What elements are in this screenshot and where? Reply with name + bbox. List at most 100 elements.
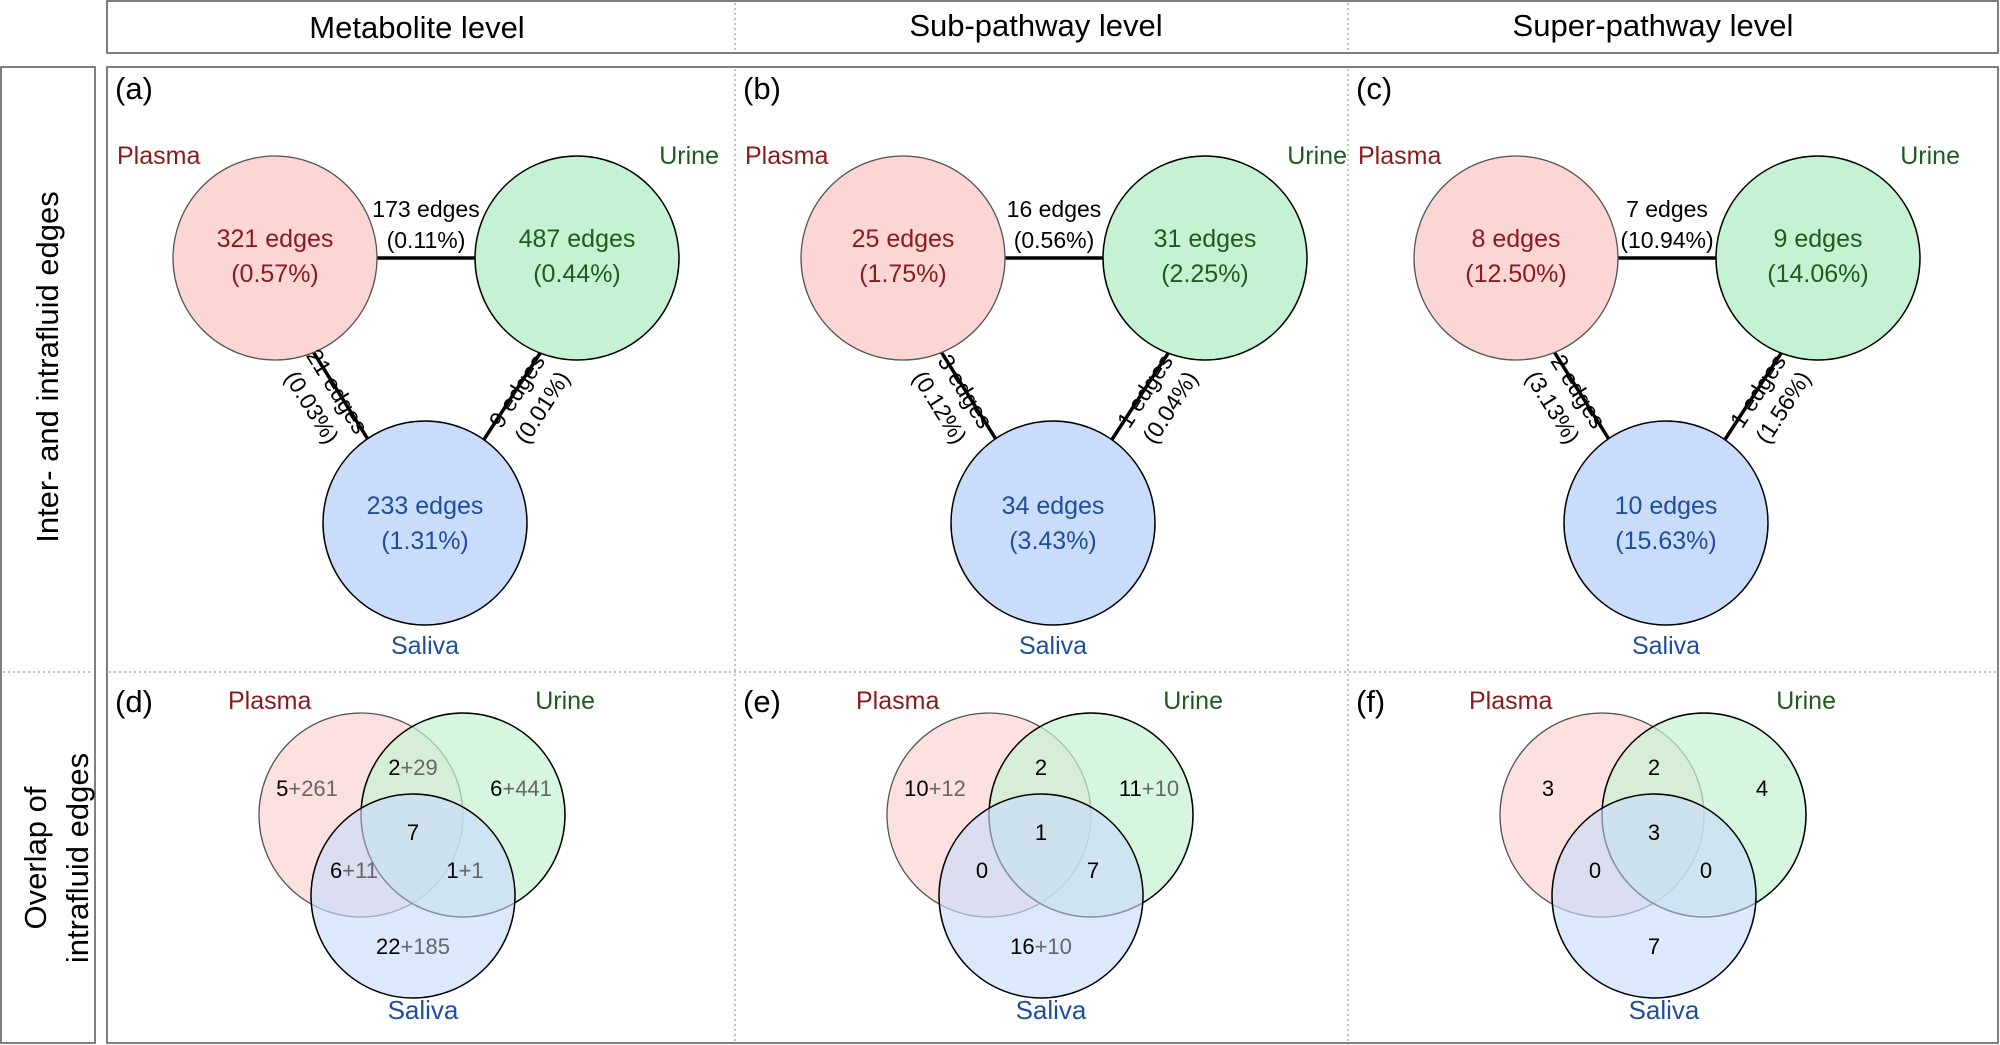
plasma-edge-percent: (1.75%) — [859, 260, 947, 288]
row-header-box — [0, 66, 96, 1044]
plasma-edge-percent: (12.50%) — [1465, 260, 1566, 288]
saliva-edge-percent: (15.63%) — [1615, 527, 1716, 555]
urine-label: Urine — [1287, 142, 1347, 170]
panel-label: (d) — [115, 684, 153, 719]
plasma-label: Plasma — [1358, 142, 1441, 170]
venn-region-plasma-urine: 2 — [1648, 755, 1660, 780]
network-panels: (a) Plasma Urine Saliva 321 edges (0.57%… — [115, 71, 1960, 660]
urine-venn-label: Urine — [1776, 687, 1836, 715]
plasma-edge-percent: (0.57%) — [231, 260, 319, 288]
urine-edge-count: 9 edges — [1774, 225, 1863, 253]
venn-region-urine-only: 11+10 — [1119, 776, 1179, 801]
urine-edge-percent: (0.44%) — [533, 260, 621, 288]
network-panel-1: (b) Plasma Urine Saliva 25 edges (1.75%)… — [743, 71, 1347, 660]
plasma-urine-edge-count: 173 edges — [372, 196, 479, 222]
saliva-venn-circle — [1551, 793, 1757, 999]
column-header-sub-pathway: Sub-pathway level — [909, 8, 1162, 43]
saliva-venn-label: Saliva — [1629, 995, 1700, 1025]
panel-label: (c) — [1356, 71, 1392, 106]
venn-region-plasma-only: 5+261 — [276, 776, 338, 801]
venn-region-all-three: 3 — [1648, 820, 1660, 845]
dotted-dividers — [3, 3, 1996, 1041]
venn-region-all-three: 7 — [407, 820, 419, 845]
plasma-venn-label: Plasma — [856, 687, 939, 715]
plasma-urine-edge-percent: (0.56%) — [1014, 227, 1095, 253]
row-header-networks: Inter- and intrafluid edges — [30, 191, 65, 543]
venn-region-urine-only: 6+441 — [490, 776, 552, 801]
plasma-circle — [1413, 155, 1619, 361]
venn-region-urine-saliva: 7 — [1087, 858, 1099, 883]
network-panel-2: (c) Plasma Urine Saliva 8 edges (12.50%)… — [1356, 71, 1960, 660]
saliva-edge-count: 10 edges — [1615, 492, 1718, 520]
urine-edge-count: 487 edges — [519, 225, 636, 253]
saliva-venn-circle — [310, 793, 516, 999]
plasma-circle — [800, 155, 1006, 361]
urine-edge-count: 31 edges — [1154, 225, 1257, 253]
plasma-urine-edge-count: 7 edges — [1626, 196, 1708, 222]
venn-region-plasma-saliva: 0 — [976, 858, 988, 883]
venn-region-plasma-only: 10+12 — [904, 776, 966, 801]
venn-region-urine-saliva: 0 — [1700, 858, 1712, 883]
panel-label: (f) — [1356, 684, 1385, 719]
venn-region-plasma-urine: 2 — [1035, 755, 1047, 780]
urine-circle — [1715, 155, 1921, 361]
saliva-venn-label: Saliva — [388, 995, 459, 1025]
saliva-venn-circle — [938, 793, 1144, 999]
saliva-edge-percent: (1.31%) — [381, 527, 469, 555]
urine-edge-percent: (2.25%) — [1161, 260, 1249, 288]
panel-grid-box — [106, 66, 1999, 1044]
column-header-metabolite: Metabolite level — [309, 10, 524, 45]
panel-label: (e) — [743, 684, 781, 719]
urine-circle — [1102, 155, 1308, 361]
saliva-label: Saliva — [1019, 632, 1087, 660]
column-header-box — [106, 0, 1999, 54]
row-header-overlap-line1: Overlap of — [18, 786, 53, 929]
urine-label: Urine — [659, 142, 719, 170]
saliva-circle — [1563, 420, 1769, 626]
saliva-edge-count: 233 edges — [367, 492, 484, 520]
network-panel-0: (a) Plasma Urine Saliva 321 edges (0.57%… — [115, 71, 719, 660]
venn-region-urine-only: 4 — [1756, 776, 1768, 801]
plasma-label: Plasma — [745, 142, 828, 170]
saliva-edge-percent: (3.43%) — [1009, 527, 1097, 555]
venn-region-urine-saliva: 1+1 — [446, 858, 483, 883]
plasma-circle — [172, 155, 378, 361]
plasma-edge-count: 25 edges — [852, 225, 955, 253]
venn-panel-1: (e) Plasma Urine Saliva 10+12 11+10 2 1 … — [743, 684, 1223, 1025]
urine-edge-percent: (14.06%) — [1767, 260, 1868, 288]
plasma-venn-label: Plasma — [228, 687, 311, 715]
plasma-urine-edge-percent: (0.11%) — [387, 227, 466, 253]
plasma-edge-count: 8 edges — [1472, 225, 1561, 253]
venn-region-plasma-saliva: 6+11 — [330, 858, 378, 883]
venn-region-all-three: 1 — [1035, 820, 1047, 845]
column-header-super-pathway: Super-pathway level — [1513, 8, 1794, 43]
row-header-overlap-line2: intrafluid edges — [60, 753, 95, 963]
urine-venn-label: Urine — [535, 687, 595, 715]
saliva-circle — [950, 420, 1156, 626]
saliva-venn-label: Saliva — [1016, 995, 1087, 1025]
venn-panel-2: (f) Plasma Urine Saliva 3 4 2 3 0 0 7 — [1356, 684, 1836, 1025]
venn-region-plasma-saliva: 0 — [1589, 858, 1601, 883]
panel-label: (b) — [743, 71, 781, 106]
venn-region-plasma-urine: 2+29 — [388, 755, 438, 780]
saliva-circle — [322, 420, 528, 626]
saliva-label: Saliva — [1632, 632, 1700, 660]
venn-region-saliva-only: 16+10 — [1010, 934, 1072, 959]
column-headers: Metabolite level Sub-pathway level Super… — [309, 8, 1793, 45]
plasma-urine-edge-count: 16 edges — [1007, 196, 1102, 222]
panel-label: (a) — [115, 71, 153, 106]
urine-circle — [474, 155, 680, 361]
plasma-venn-label: Plasma — [1469, 687, 1552, 715]
venn-region-saliva-only: 7 — [1648, 934, 1660, 959]
venn-panel-0: (d) Plasma Urine Saliva 5+261 6+441 2+29… — [115, 684, 595, 1025]
urine-venn-label: Urine — [1163, 687, 1223, 715]
saliva-label: Saliva — [391, 632, 459, 660]
plasma-edge-count: 321 edges — [217, 225, 334, 253]
urine-label: Urine — [1900, 142, 1960, 170]
saliva-edge-count: 34 edges — [1002, 492, 1105, 520]
plasma-urine-edge-percent: (10.94%) — [1620, 227, 1713, 253]
row-headers: Inter- and intrafluid edges Overlap of i… — [18, 191, 95, 963]
venn-region-plasma-only: 3 — [1542, 776, 1554, 801]
